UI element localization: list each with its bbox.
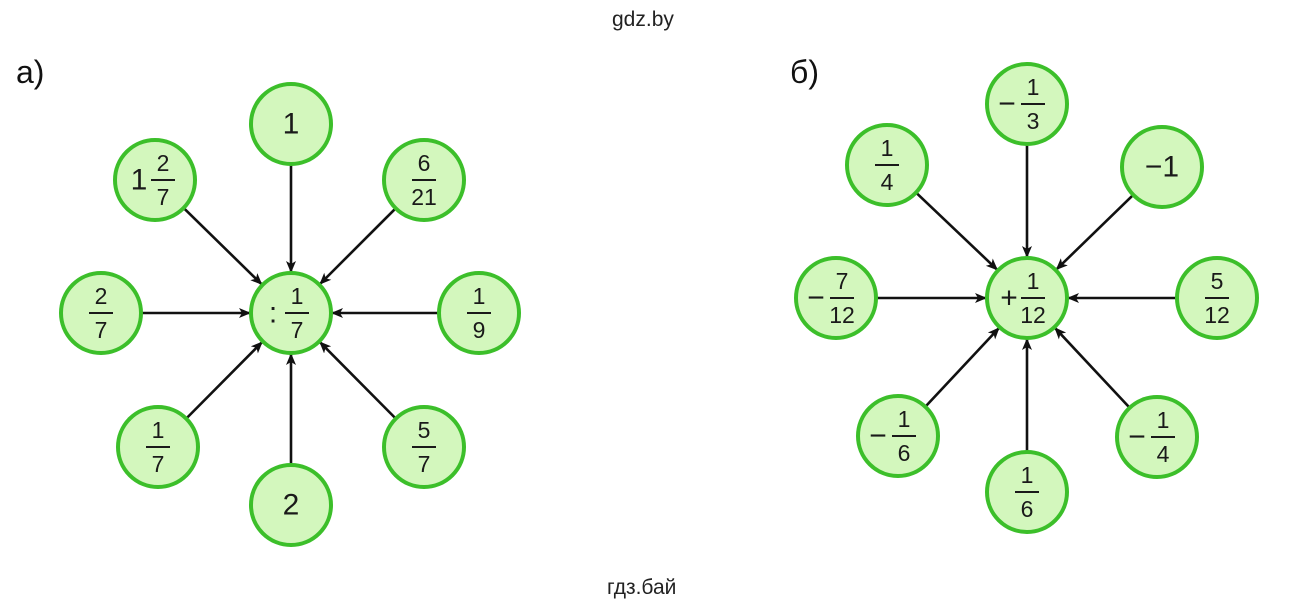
node-b-7: 14 — [845, 123, 929, 207]
node-a-6-denominator: 7 — [95, 317, 108, 343]
node-b-6-numerator: 7 — [836, 268, 849, 294]
watermark-top: gdz.by — [612, 8, 674, 31]
node-a-2-numerator: 1 — [473, 283, 486, 309]
center-b-operator: + — [1000, 282, 1018, 315]
node-a-0-value: 1 — [283, 108, 300, 141]
center-a-numerator: 1 — [291, 283, 304, 309]
node-a-6: 27 — [59, 271, 143, 355]
node-b-4-denominator: 6 — [1021, 496, 1034, 522]
arrow-a-1 — [319, 207, 397, 285]
arrow-b-5 — [924, 327, 1000, 408]
diagram-a-label: а) — [16, 54, 45, 90]
node-a-0: 1 — [249, 82, 333, 166]
node-b-6: −7 12 — [794, 256, 878, 340]
node-a-4-value: 2 — [283, 489, 300, 522]
center-node-a: :1 7 — [249, 271, 333, 355]
node-b-7-numerator: 1 — [881, 135, 894, 161]
node-b-3: −1 4 — [1115, 395, 1199, 479]
node-b-5-sign: − — [869, 420, 887, 453]
node-b-1: −1 — [1120, 125, 1204, 209]
node-b-5-numerator: 1 — [898, 406, 911, 432]
node-b-2: 512 — [1175, 256, 1259, 340]
node-a-7-numerator: 2 — [157, 150, 170, 176]
node-b-6-sign: − — [807, 282, 825, 315]
center-a-denominator: 7 — [291, 317, 304, 343]
node-b-4: 16 — [985, 450, 1069, 534]
arrow-b-1 — [1055, 193, 1135, 271]
node-a-5: 17 — [116, 405, 200, 489]
node-a-7-denominator: 7 — [157, 184, 170, 210]
center-a-operator: : — [269, 297, 277, 330]
node-a-1-numerator: 6 — [418, 150, 431, 176]
node-b-3-sign: − — [1128, 421, 1146, 454]
node-b-0-sign: − — [998, 88, 1016, 121]
node-circle — [1120, 125, 1204, 209]
node-b-1-value: −1 — [1145, 151, 1179, 184]
node-b-0: −1 3 — [985, 62, 1069, 146]
node-b-0-numerator: 1 — [1027, 74, 1040, 100]
arrow-a-7 — [182, 207, 263, 286]
node-a-1-denominator: 21 — [411, 184, 437, 210]
node-b-7-denominator: 4 — [881, 169, 894, 195]
node-a-2-denominator: 9 — [473, 317, 486, 343]
node-a-4: 2 — [249, 463, 333, 547]
node-a-5-denominator: 7 — [152, 451, 165, 477]
node-b-0-denominator: 3 — [1027, 108, 1040, 134]
arrow-b-7 — [915, 191, 999, 271]
node-a-6-numerator: 2 — [95, 283, 108, 309]
node-circle — [249, 82, 333, 166]
node-b-5-denominator: 6 — [898, 440, 911, 466]
center-node-b: +1 12 — [985, 256, 1069, 340]
diagram-b-label: б) — [790, 54, 819, 90]
node-b-3-numerator: 1 — [1157, 407, 1170, 433]
node-b-5: −1 6 — [856, 394, 940, 478]
node-a-3-denominator: 7 — [418, 451, 431, 477]
center-b-numerator: 1 — [1027, 268, 1040, 294]
node-a-7: 12 7 — [113, 138, 197, 222]
arrow-a-3 — [318, 341, 397, 420]
node-a-3: 57 — [382, 405, 466, 489]
arrow-b-3 — [1054, 327, 1131, 409]
arrow-a-5 — [185, 341, 264, 420]
node-b-2-denominator: 12 — [1204, 302, 1230, 328]
node-b-2-numerator: 5 — [1211, 268, 1224, 294]
node-b-6-denominator: 12 — [829, 302, 855, 328]
node-b-3-denominator: 4 — [1157, 441, 1170, 467]
node-a-3-numerator: 5 — [418, 417, 431, 443]
node-a-2: 19 — [437, 271, 521, 355]
node-a-7-whole: 1 — [131, 164, 148, 197]
node-a-1: 621 — [382, 138, 466, 222]
watermark-bottom: гдз.бай — [607, 576, 677, 599]
node-b-4-numerator: 1 — [1021, 462, 1034, 488]
node-circle — [249, 463, 333, 547]
center-b-denominator: 12 — [1020, 302, 1046, 328]
node-a-5-numerator: 1 — [152, 417, 165, 443]
